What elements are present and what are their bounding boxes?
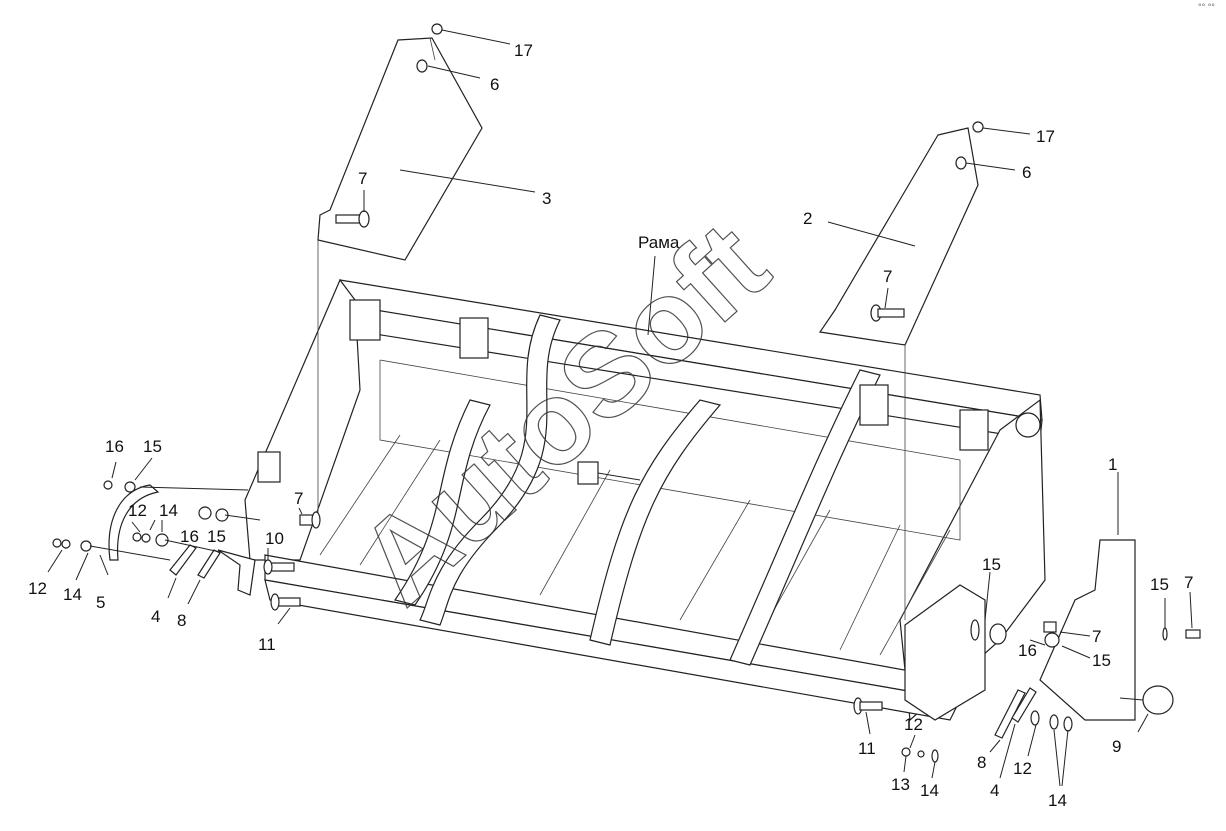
callout-10: 10 xyxy=(265,529,284,548)
callout-15-center: 15 xyxy=(1092,651,1111,670)
callout-14-lower: 14 xyxy=(1048,791,1067,810)
break-band-4 xyxy=(729,369,881,666)
callout-15-far: 15 xyxy=(1150,575,1169,594)
plate-4-right xyxy=(1011,687,1037,723)
right-mount xyxy=(904,584,986,721)
break-band-2 xyxy=(419,314,561,626)
callout-12-mid: 12 xyxy=(128,501,147,520)
callout-5: 5 xyxy=(96,593,105,612)
callout-15-mid: 15 xyxy=(207,527,226,546)
cover-3 xyxy=(317,37,483,520)
callout-16-left: 16 xyxy=(105,437,124,456)
callout-14-right: 14 xyxy=(920,781,939,800)
cover-1 xyxy=(1039,539,1136,721)
callout-labels: 17 6 3 7 17 6 2 7 16 15 7 12 14 16 15 10… xyxy=(28,41,1193,810)
plate-8-right xyxy=(994,689,1026,739)
plate-4-left xyxy=(169,544,197,576)
callout-7-cover3: 7 xyxy=(358,169,367,188)
callout-7-center: 7 xyxy=(1092,627,1101,646)
rod-5 xyxy=(108,484,160,561)
callout-12-lower: 12 xyxy=(1013,759,1032,778)
bracket-3 xyxy=(859,384,889,426)
left-bracket xyxy=(257,451,281,483)
callout-4-left: 4 xyxy=(151,607,160,626)
callout-11-left: 11 xyxy=(258,635,276,654)
screw-6-left xyxy=(416,59,428,73)
callout-7-cover2: 7 xyxy=(883,267,892,286)
callout-12-right: 12 xyxy=(904,715,923,734)
washer-15-center xyxy=(1044,632,1060,648)
pin-7-cover2 xyxy=(870,304,905,322)
callout-11-right: 11 xyxy=(858,739,876,758)
center-bearing xyxy=(577,461,599,485)
frame-label: Рама xyxy=(638,233,680,252)
knob-9 xyxy=(1142,685,1174,715)
frame-assembly xyxy=(244,278,1046,722)
callout-8-right: 8 xyxy=(977,753,986,772)
callout-3: 3 xyxy=(542,189,551,208)
break-band-3 xyxy=(589,399,722,646)
nut-17-left xyxy=(431,23,443,35)
right-pivot xyxy=(1015,412,1041,438)
bracket-2 xyxy=(459,317,489,359)
callout-13: 13 xyxy=(891,775,910,794)
right-hardware xyxy=(853,619,1201,763)
pin-7-far xyxy=(1185,629,1201,639)
callout-15-left: 15 xyxy=(143,437,162,456)
plate-8-left xyxy=(197,549,221,579)
callout-12-left: 12 xyxy=(28,579,47,598)
corner-mark: °° °° xyxy=(1198,2,1215,12)
callout-9: 9 xyxy=(1112,737,1121,756)
watermark: AutoSoft xyxy=(334,198,792,629)
callout-2: 2 xyxy=(803,209,812,228)
callout-6-right: 6 xyxy=(1022,163,1031,182)
bracket-left xyxy=(217,549,256,596)
bracket-4 xyxy=(959,409,989,451)
screw-6-right xyxy=(955,156,967,170)
bracket-1 xyxy=(349,299,381,341)
callout-17-left: 17 xyxy=(514,41,533,60)
pin-7-center xyxy=(1043,621,1057,633)
nut-16-right xyxy=(989,623,1007,645)
break-band-1 xyxy=(394,399,491,606)
washer-15-right xyxy=(970,619,980,641)
nut-17-right xyxy=(972,121,984,133)
callout-17-right: 17 xyxy=(1036,127,1055,146)
callout-14-mid: 14 xyxy=(159,501,178,520)
callout-16-right: 16 xyxy=(1018,641,1037,660)
cover-2 xyxy=(818,127,979,620)
callout-1: 1 xyxy=(1108,455,1117,474)
callout-14-left: 14 xyxy=(63,585,82,604)
callout-7-left: 7 xyxy=(294,489,303,508)
leader-lines xyxy=(47,29,1193,787)
washer-15-far xyxy=(1162,627,1168,641)
callout-8-left: 8 xyxy=(177,611,186,630)
left-hardware xyxy=(52,480,321,611)
callout-6-left: 6 xyxy=(490,75,499,94)
callout-4-right: 4 xyxy=(990,781,999,800)
callout-16-mid: 16 xyxy=(180,527,199,546)
callout-15-right: 15 xyxy=(982,555,1001,574)
callout-7-far: 7 xyxy=(1184,573,1193,592)
